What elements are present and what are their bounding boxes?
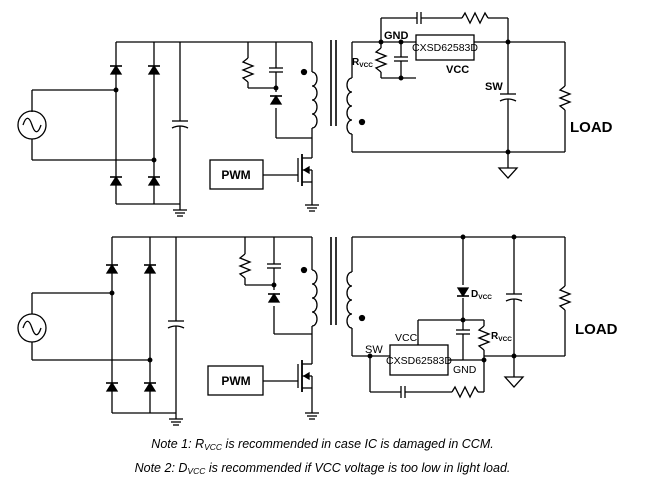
diode-icon [147, 65, 161, 75]
rvcc-label-top: RVCC [352, 57, 373, 69]
diode-icon [105, 382, 119, 392]
mosfet-bottom [207, 344, 319, 420]
circuit-diagram: PWM CXSD62583D GND VCC SW LOAD RVCC [17, 11, 618, 426]
ic-label-top: CXSD62583D [412, 42, 478, 54]
bulk-capacitor-bottom [167, 237, 185, 426]
vcc-label-bottom: VCC [395, 332, 418, 344]
diode-icon [109, 176, 123, 186]
primary-winding-bottom [300, 237, 337, 344]
diode-icon [143, 382, 157, 392]
sw-label-bottom: SW [365, 344, 383, 356]
bulk-capacitor-top [171, 42, 189, 217]
bridge-rectifier-top [109, 41, 312, 205]
note-1: Note 1: RVCC is recommended in case IC i… [151, 437, 494, 452]
output-bottom [503, 234, 572, 388]
top-labels: PWM CXSD62583D GND VCC SW LOAD RVCC [221, 30, 613, 182]
ic-label-bottom: CXSD62583D [386, 355, 452, 367]
snubber-bottom [238, 237, 312, 335]
diode-icon [109, 65, 123, 75]
notes: Note 1: RVCC is recommended in case IC i… [0, 434, 645, 482]
gnd-label-top: GND [384, 30, 409, 42]
snubber-top [241, 42, 312, 139]
rvcc-label-bottom: RVCC [491, 331, 512, 343]
vcc-label-top: VCC [446, 64, 469, 76]
diode-icon [269, 95, 283, 105]
top-circuit [17, 11, 572, 217]
diode-icon [456, 287, 470, 297]
bottom-circuit [17, 234, 572, 426]
diode-icon [143, 264, 157, 274]
ic-area-top [374, 11, 565, 81]
secondary-winding-bottom [346, 236, 565, 357]
output-top [497, 42, 572, 179]
secondary-winding-top [346, 41, 565, 153]
bottom-labels: PWM CXSD62583D VCC GND SW LOAD DVCC RVCC [221, 289, 617, 388]
ac-source-bottom [17, 292, 150, 361]
load-label-bottom: LOAD [575, 321, 618, 338]
diode-icon [267, 293, 281, 303]
ic-area-bottom [367, 234, 565, 399]
pwm-label-top: PWM [221, 168, 250, 182]
diode-icon [147, 176, 161, 186]
gnd-label-bottom: GND [453, 364, 477, 376]
dvcc-label-bottom: DVCC [471, 289, 492, 301]
note-2: Note 2: DVCC is recommended if VCC volta… [134, 461, 511, 476]
sw-label-top: SW [485, 81, 503, 93]
pwm-label-bottom: PWM [221, 374, 250, 388]
ac-source-top [17, 89, 154, 161]
diode-icon [105, 264, 119, 274]
primary-winding-top [300, 40, 337, 140]
bridge-rectifier-bottom [105, 236, 312, 414]
mosfet-top [209, 140, 319, 212]
load-label-top: LOAD [570, 119, 613, 136]
